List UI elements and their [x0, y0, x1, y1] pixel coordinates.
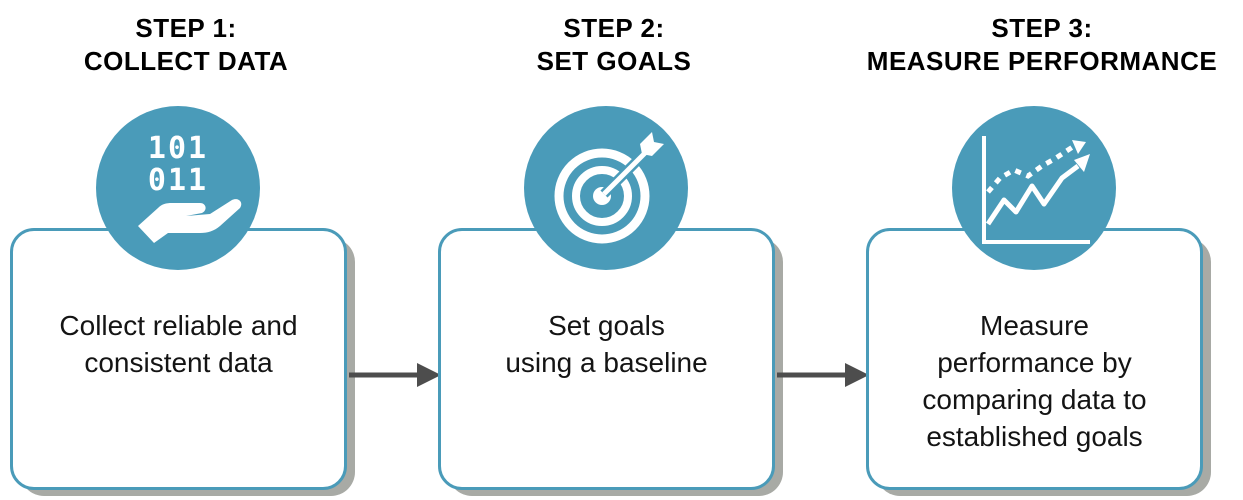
goal-arrowhead — [1072, 140, 1086, 154]
target-outer-ring — [554, 148, 650, 244]
step-1-heading: COLLECT DATA — [83, 46, 289, 76]
step-1-number: STEP 1: — [135, 13, 237, 43]
step-1-description-line: Collect reliable and — [59, 310, 298, 341]
arrow-head — [845, 363, 869, 387]
arrow-shaft — [602, 146, 652, 196]
arrow-head — [417, 363, 441, 387]
goal-dotted-line — [986, 143, 1076, 194]
trend-chart-icon — [982, 136, 1090, 244]
step-1: STEP 1: COLLECT DATA Collect reliable an… — [6, 0, 366, 500]
binary-top-text: 101 — [148, 131, 208, 166]
step-3-description-line: comparing data to — [922, 384, 1147, 415]
arrow-fletching — [640, 132, 664, 156]
target-middle-ring — [572, 166, 632, 226]
chart-axes — [982, 136, 1090, 244]
step-2-title: STEP 2: SET GOALS — [434, 12, 794, 78]
hand-shape — [138, 199, 242, 243]
step-2-icon-circle — [524, 106, 688, 270]
step-2-number: STEP 2: — [563, 13, 665, 43]
step-3-icon-circle — [952, 106, 1116, 270]
step-2-description-line: Set goals — [548, 310, 665, 341]
step-1-card: Collect reliable and consistent data — [10, 228, 347, 490]
step-1-description-line: consistent data — [84, 347, 273, 378]
target-arrow-icon — [554, 132, 664, 244]
step-2-description-line: using a baseline — [505, 347, 708, 378]
step-2: STEP 2: SET GOALS Set goals using a base… — [434, 0, 794, 500]
step-1-icon-circle: 101 011 — [96, 106, 260, 270]
connector-arrow-1 — [349, 363, 441, 387]
step-2-card: Set goals using a baseline — [438, 228, 775, 490]
step-3-title: STEP 3: MEASURE PERFORMANCE — [862, 12, 1222, 78]
step-1-title: STEP 1: COLLECT DATA — [6, 12, 366, 78]
step-2-description: Set goals using a baseline — [441, 307, 772, 381]
connector-arrow-2 — [777, 363, 869, 387]
step-3-description: Measure performance by comparing data to… — [869, 307, 1200, 455]
performance-line — [985, 164, 1080, 226]
step-3-heading: MEASURE PERFORMANCE — [866, 46, 1218, 76]
step-3-description-line: performance by — [937, 347, 1132, 378]
step-3-description-line: established goals — [926, 421, 1143, 452]
step-3: STEP 3: MEASURE PERFORMANCE Measure perf… — [862, 0, 1222, 500]
binary-bottom-text: 011 — [148, 163, 208, 198]
step-3-card: Measure performance by comparing data to… — [866, 228, 1203, 490]
step-3-number: STEP 3: — [991, 13, 1093, 43]
step-1-description: Collect reliable and consistent data — [13, 307, 344, 381]
binary-hand-icon: 101 011 — [138, 131, 242, 243]
step-2-heading: SET GOALS — [536, 46, 692, 76]
step-3-description-line: Measure — [980, 310, 1089, 341]
performance-arrowhead — [1074, 154, 1090, 172]
